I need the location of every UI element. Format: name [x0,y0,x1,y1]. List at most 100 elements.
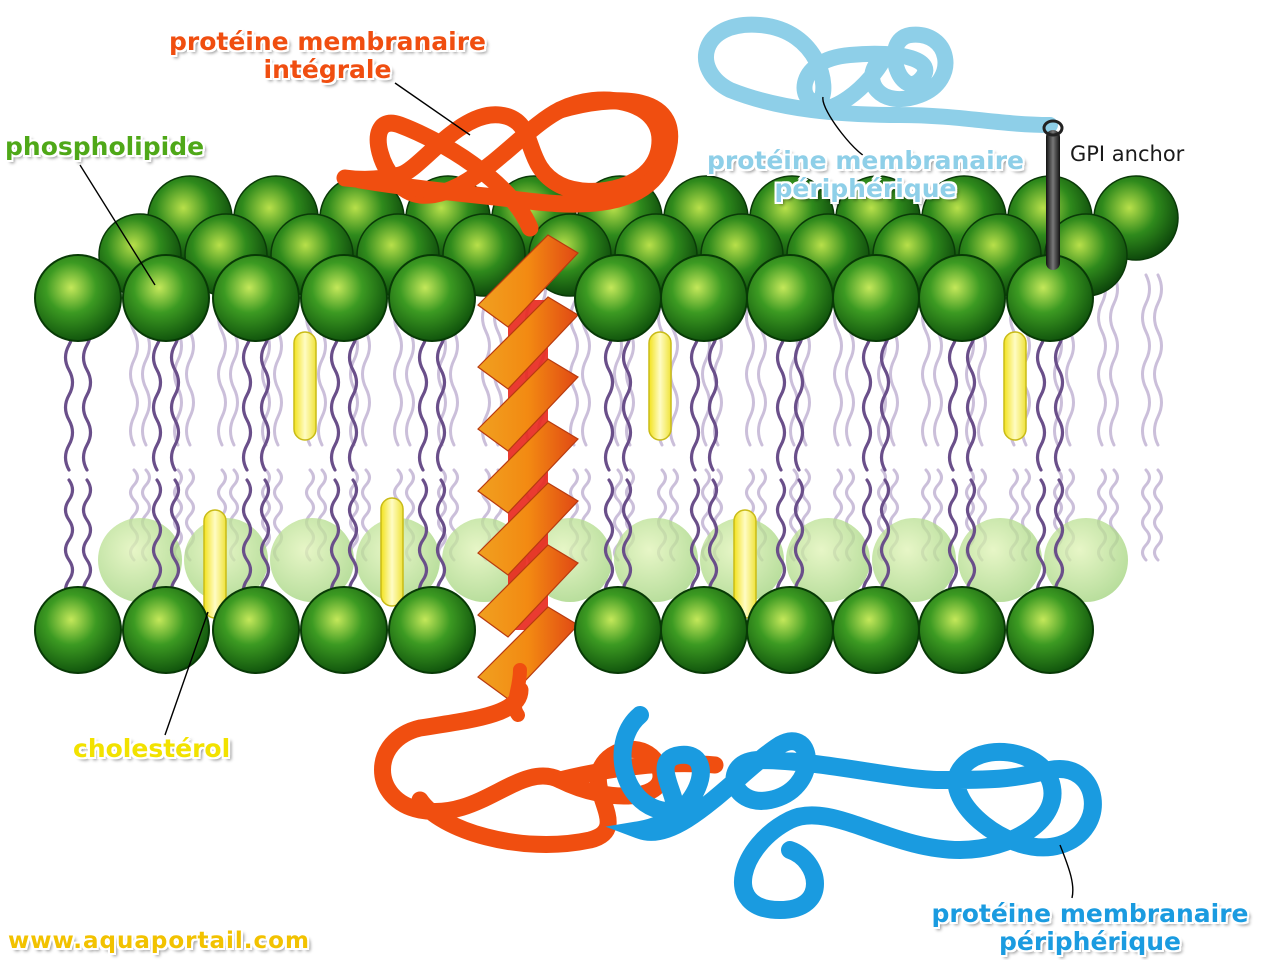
lipid-tail [1153,273,1163,447]
phospholipid-head [122,254,210,342]
helix-ribbon-segment [477,358,579,452]
lipid-tail [169,318,181,472]
phospholipid-head [746,254,834,342]
lipid-tail [775,478,787,602]
lipid-tail [241,478,253,602]
lipid-tail [965,478,977,602]
phospholipid-head-faint [1044,518,1128,602]
cholesterol-molecule [648,331,672,441]
transmembrane-helix [477,234,579,722]
lipid-tail [435,478,447,602]
lipid-tail [417,318,429,472]
lipid-tail [603,318,615,472]
phospholipid-head [122,586,210,674]
lipid-tail [151,478,163,602]
lipid-tail [347,478,359,602]
lipid-tail [965,318,977,472]
helix-ribbon-segment [477,234,579,328]
leader-lines [79,82,471,736]
phospholipid-head [300,586,388,674]
lipid-tail [689,478,701,602]
website-watermark: www.aquaportail.com [8,928,310,954]
lipid-tail [329,478,341,602]
peripheral-protein-bottom [605,706,1102,920]
phospholipid-head-faint [98,518,182,602]
phospholipid-label: phospholipide [5,132,205,161]
lipid-tail [1035,478,1047,602]
phospholipid-head [388,254,476,342]
phospholipid-head [34,586,122,674]
lipid-tail [259,478,271,602]
lipid-tail [81,478,93,602]
lower-front-phospholipid-heads [34,586,1094,674]
lipid-tail [63,478,75,602]
lipid-tail [569,273,579,447]
phospholipid-head [660,254,748,342]
lipid-tail [417,478,429,602]
lipid-tail [81,318,93,472]
lipid-tail [1053,318,1065,472]
upper-front-phospholipid-heads [34,254,1094,342]
phospholipid-head [212,586,300,674]
lipid-tail [861,318,873,472]
peripheral-protein-bottom-label: protéine membranaire périphérique [931,899,1249,956]
lipid-tail [1153,468,1163,562]
phospholipid-head [832,586,920,674]
lipid-tail [1053,478,1065,602]
phospholipid-head [1006,586,1094,674]
lipid-tail [861,478,873,602]
lipid-tail [1035,318,1047,472]
lipid-tail [879,318,891,472]
integral-protein-label: protéine membranaire intégrale [168,27,486,84]
lipid-tail [63,318,75,472]
peripheral-protein-top-label: protéine membranaire périphérique [706,146,1024,203]
lipid-tail [259,318,271,472]
lipid-tail [707,478,719,602]
lipid-tail [947,318,959,472]
lipid-tail [1109,273,1119,447]
lipid-tail [879,478,891,602]
helix-ribbon-segment [477,544,579,638]
phospholipid-head-faint [872,518,956,602]
lipid-tail [329,318,341,472]
lipid-tails [63,318,1065,602]
lipid-tail [947,478,959,602]
phospholipid-head [34,254,122,342]
lipid-tail [1097,273,1107,447]
phospholipid-head [212,254,300,342]
lipid-tail [151,318,163,472]
phospholipid-head-faint [614,518,698,602]
phospholipid-head [918,254,1006,342]
gpi-anchor [1042,119,1064,270]
lipid-tail [621,318,633,472]
phospholipid-head [574,254,662,342]
gpi-anchor-label: GPI anchor [1070,142,1185,166]
phospholipid-head [918,586,1006,674]
phospholipid-head [832,254,920,342]
lipid-tail [1141,273,1151,447]
cholesterol-label: cholestérol [73,734,231,763]
lipid-tail [621,478,633,602]
phospholipid-head [574,586,662,674]
lipid-tail [603,478,615,602]
helix-ribbon-segment [477,482,579,576]
lipid-tail [347,318,359,472]
cholesterol-molecules [203,331,1027,619]
lipid-tail [793,478,805,602]
lipid-tail [689,318,701,472]
lipid-tail [707,318,719,472]
cholesterol-molecule [1003,331,1027,441]
phospholipid-head [300,254,388,342]
lipid-tail [169,478,181,602]
lipid-tail [775,318,787,472]
peripheral-protein-top [698,16,1058,133]
cholesterol-molecule [293,331,317,441]
helix-ribbon-segment [477,420,579,514]
phospholipid-head-faint [958,518,1042,602]
phospholipid-head [746,586,834,674]
lipid-tail [241,318,253,472]
phospholipid-head-faint [786,518,870,602]
lipid-tail [1141,468,1151,562]
phospholipid-head [660,586,748,674]
integral-protein-bottom-loops [374,681,670,853]
